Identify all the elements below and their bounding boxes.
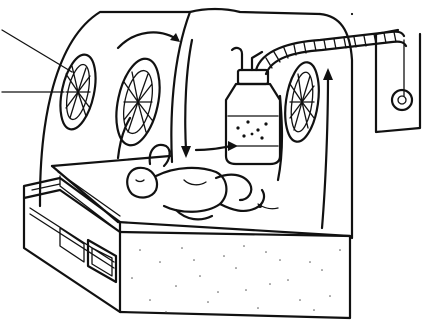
porthole-window-right — [284, 61, 320, 143]
porthole-window-center — [115, 57, 161, 147]
infant-face — [135, 179, 145, 183]
infant-leg-upper — [214, 173, 253, 202]
porthole-frame-center — [115, 57, 161, 147]
jar-cap — [236, 68, 270, 86]
cabinet-front-right — [118, 230, 352, 320]
pointer-line-upper — [1, 29, 73, 73]
airflow-arrows — [116, 31, 333, 230]
infant — [126, 143, 279, 221]
corrugated-hose — [254, 30, 408, 97]
porthole-spokes-left — [65, 65, 91, 119]
hood-divider — [170, 10, 192, 164]
porthole-frame-left — [59, 53, 97, 131]
porthole-spokes-right — [289, 73, 315, 131]
control-panel — [86, 238, 118, 284]
hood-top-outline — [188, 7, 322, 16]
porthole-frame-right — [284, 61, 320, 143]
airflow-arrowhead-top — [170, 33, 180, 42]
airflow-arrow-down — [184, 38, 194, 152]
cabinet-front-left — [22, 196, 122, 314]
airflow-arrow-up-right — [320, 74, 330, 230]
porthole-window-left — [59, 53, 97, 131]
pulley-wheel — [390, 88, 414, 112]
airflow-arrow-top — [116, 31, 180, 50]
control-panel-screen — [91, 247, 113, 277]
jar-pipe-left — [230, 46, 244, 72]
sensor-probe — [258, 204, 262, 208]
cabinet-panel-line-2 — [29, 213, 115, 269]
hood-right-outline — [318, 12, 354, 240]
infant-torso — [154, 166, 228, 213]
hose-outer-top — [254, 30, 406, 72]
infant-arm-lower — [174, 208, 214, 221]
porthole-inner-left — [65, 63, 91, 121]
infant-head — [126, 166, 159, 199]
airflow-arrowhead-down — [181, 146, 191, 158]
infant-leg-lower — [218, 188, 266, 213]
incubator-hood — [38, 7, 354, 240]
mattress-front-edge — [116, 220, 352, 238]
wall-box-top — [374, 28, 400, 36]
mattress-inner-left — [57, 171, 121, 217]
porthole-inner-center — [122, 69, 154, 135]
cabinet-panel-line-1 — [29, 207, 115, 263]
wall-pulley-box — [374, 28, 422, 134]
infant-belly — [183, 179, 207, 186]
airflow-arrow-left — [116, 116, 132, 160]
wall-box-outline — [374, 32, 422, 134]
cabinet-texture — [131, 245, 341, 313]
porthole-inner-right — [290, 71, 314, 133]
hose-outer-bottom — [264, 40, 408, 76]
porthole-spokes-center — [123, 71, 153, 133]
pulley-hub — [397, 95, 407, 105]
hood-left-outline — [38, 10, 192, 202]
jar-body — [224, 82, 282, 166]
water-reservoir-jar — [224, 46, 282, 166]
cabinet-small-door — [59, 227, 85, 263]
jar-bubbles — [236, 120, 268, 140]
jar-pipe-right — [250, 50, 264, 72]
cabinet-base — [22, 176, 352, 320]
airflow-arrowhead-up-right — [323, 68, 333, 80]
mattress-back-edge — [50, 154, 172, 168]
infant-arm-raised — [148, 143, 171, 168]
cabinet-drawer-line — [31, 183, 61, 191]
hose-ridges — [265, 31, 397, 69]
